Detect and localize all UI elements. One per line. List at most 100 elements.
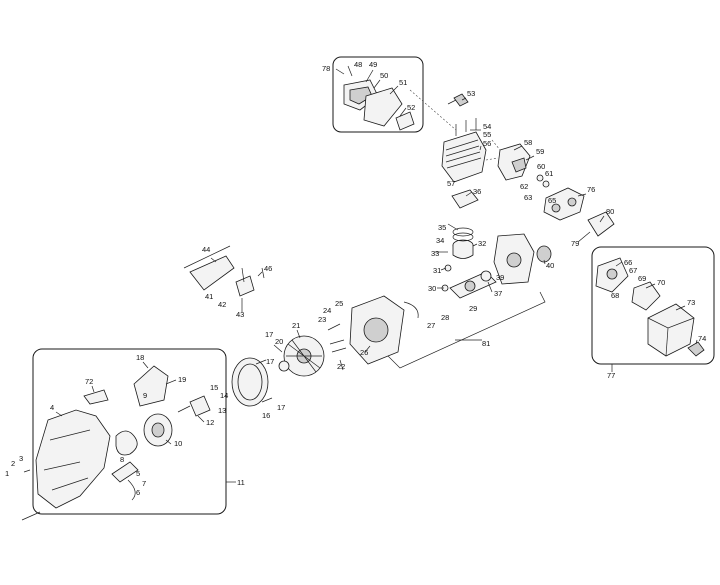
ignition-coil-part	[349, 295, 405, 365]
callout-5: 5	[136, 469, 140, 478]
callout-10: 10	[174, 439, 182, 448]
callout-53: 53	[467, 89, 475, 98]
callout-17c: 17	[265, 330, 273, 339]
callout-2: 2	[11, 459, 15, 468]
callout-81: 81	[482, 339, 490, 348]
callout-67: 67	[629, 266, 637, 275]
callout-4: 4	[50, 403, 54, 412]
callout-65: 65	[548, 196, 556, 205]
starter-cover-part	[35, 409, 111, 509]
callout-21: 21	[292, 321, 300, 330]
callout-12: 12	[206, 418, 214, 427]
callout-48: 48	[354, 60, 362, 69]
callout-20: 20	[275, 337, 283, 346]
callout-70: 70	[657, 278, 665, 287]
callout-62: 62	[520, 182, 528, 191]
filter-gasket-part	[395, 111, 415, 131]
callout-28: 28	[441, 313, 449, 322]
fuel-tank-part	[189, 255, 235, 291]
handle-part	[111, 461, 139, 483]
bearing-small-part	[480, 270, 492, 282]
callout-8: 8	[120, 455, 124, 464]
callout-74: 74	[698, 334, 706, 343]
callout-44: 44	[202, 245, 210, 254]
knob-part	[687, 341, 705, 357]
callout-18: 18	[136, 353, 144, 362]
pawl-part	[83, 389, 109, 405]
callout-61: 61	[545, 169, 553, 178]
cylinder-part	[441, 131, 487, 183]
cover-plate-part	[543, 187, 585, 221]
callout-46: 46	[264, 264, 272, 273]
callout-40: 40	[546, 261, 554, 270]
carburetor-group-frame	[591, 246, 715, 365]
bracket-plate-part	[587, 211, 615, 237]
callout-72: 72	[85, 377, 93, 386]
callout-17a: 17	[266, 357, 274, 366]
starter-ring-part	[231, 357, 269, 407]
muffler-part	[497, 143, 531, 181]
callout-22: 22	[337, 362, 345, 371]
callout-66: 66	[624, 258, 632, 267]
callout-54: 54	[483, 122, 491, 131]
fuel-filter-part	[235, 267, 255, 297]
air-filter-housing-part	[363, 87, 403, 127]
callout-7: 7	[142, 479, 146, 488]
callout-23: 23	[318, 315, 326, 324]
callout-42: 42	[218, 300, 226, 309]
callout-11: 11	[237, 478, 245, 487]
callout-16: 16	[262, 411, 270, 420]
callout-35: 35	[438, 223, 446, 232]
callout-30: 30	[428, 284, 436, 293]
callout-15: 15	[210, 383, 218, 392]
callout-79: 79	[571, 239, 579, 248]
callout-55: 55	[483, 130, 491, 139]
crankcase-part	[493, 233, 535, 285]
callout-24: 24	[323, 306, 331, 315]
shroud-part	[133, 365, 169, 407]
callout-29: 29	[469, 304, 477, 313]
callout-32: 32	[478, 239, 486, 248]
air-filter-group-frame	[332, 56, 424, 133]
callout-25: 25	[335, 299, 343, 308]
callout-1: 1	[5, 469, 9, 478]
callout-76: 76	[587, 185, 595, 194]
air-box-part	[647, 303, 695, 357]
callout-27: 27	[427, 321, 435, 330]
callout-50: 50	[380, 71, 388, 80]
callout-26: 26	[360, 348, 368, 357]
pawl-assembly-part	[177, 395, 211, 417]
callout-69: 69	[638, 274, 646, 283]
callout-63: 63	[524, 193, 532, 202]
callout-60: 60	[537, 162, 545, 171]
callout-56: 56	[483, 139, 491, 148]
flywheel-part	[283, 335, 325, 377]
starter-pulley-part	[143, 413, 173, 447]
callout-3: 3	[19, 454, 23, 463]
callout-57: 57	[447, 179, 455, 188]
callout-52: 52	[407, 103, 415, 112]
nut-part	[278, 360, 290, 372]
bearing-part	[536, 245, 552, 263]
callout-33: 33	[431, 249, 439, 258]
callout-17b: 17	[277, 403, 285, 412]
callout-73: 73	[687, 298, 695, 307]
callout-43: 43	[236, 310, 244, 319]
callout-37: 37	[494, 289, 502, 298]
callout-39: 39	[496, 273, 504, 282]
cylinder-gasket-part	[451, 189, 479, 209]
callout-49: 49	[369, 60, 377, 69]
carburetor-part	[595, 257, 629, 293]
piston-part	[452, 239, 474, 259]
callout-6: 6	[136, 488, 140, 497]
pulley-spring-part	[115, 430, 138, 456]
callout-78: 78	[322, 64, 330, 73]
callout-41: 41	[205, 292, 213, 301]
callout-9: 9	[143, 391, 147, 400]
starter-group-frame	[32, 348, 227, 515]
callout-51: 51	[399, 78, 407, 87]
leader-lines	[55, 65, 698, 445]
spark-plug-part	[447, 93, 469, 107]
callout-36: 36	[473, 187, 481, 196]
